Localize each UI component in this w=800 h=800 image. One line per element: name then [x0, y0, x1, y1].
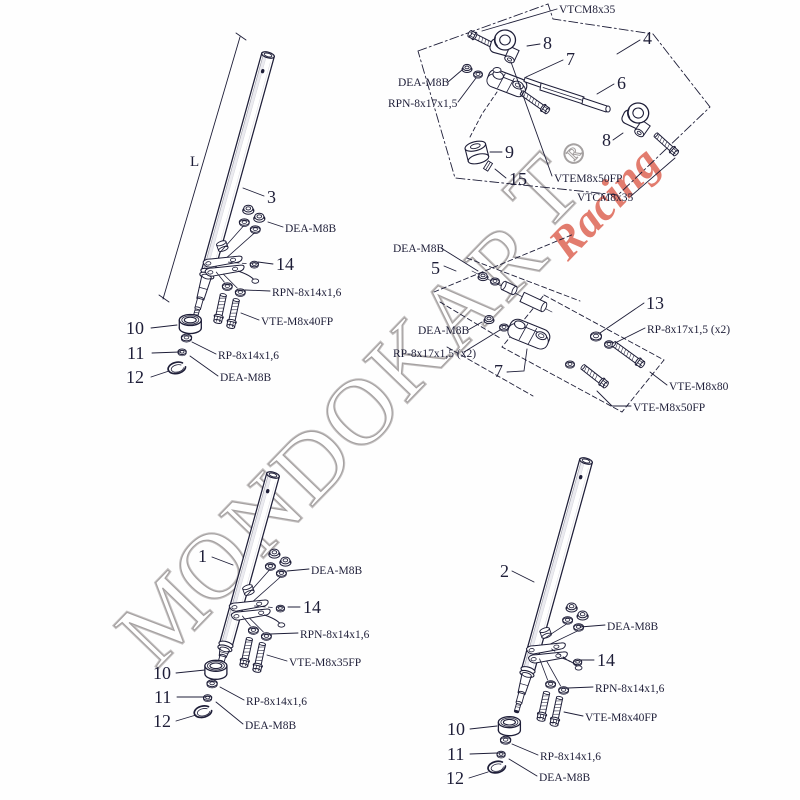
- svg-text:7: 7: [494, 361, 503, 381]
- svg-text:VTE-M8x40FP: VTE-M8x40FP: [261, 316, 333, 328]
- svg-text:12: 12: [153, 711, 171, 731]
- svg-text:L: L: [190, 154, 199, 170]
- svg-text:7: 7: [566, 49, 575, 69]
- svg-text:13: 13: [646, 293, 664, 313]
- svg-text:VTE-M8x35FP: VTE-M8x35FP: [289, 657, 361, 669]
- svg-text:11: 11: [127, 343, 144, 363]
- svg-text:10: 10: [153, 663, 171, 683]
- svg-text:DEA-M8B: DEA-M8B: [418, 325, 469, 337]
- svg-text:12: 12: [126, 367, 144, 387]
- svg-text:RP-8x14x1,6: RP-8x14x1,6: [246, 696, 307, 708]
- svg-text:RP-8x17x1,5 (x2): RP-8x17x1,5 (x2): [647, 324, 730, 336]
- svg-text:15: 15: [509, 169, 527, 189]
- svg-text:DEA-M8B: DEA-M8B: [220, 372, 271, 384]
- svg-text:DEA-M8B: DEA-M8B: [607, 621, 658, 633]
- svg-text:12: 12: [446, 768, 464, 788]
- svg-text:1: 1: [198, 546, 207, 566]
- svg-text:2: 2: [500, 561, 509, 581]
- svg-text:VTCM8x35: VTCM8x35: [559, 4, 615, 16]
- svg-text:RP-8x14x1,6: RP-8x14x1,6: [218, 350, 279, 362]
- svg-text:14: 14: [276, 254, 294, 274]
- svg-text:DEA-M8B: DEA-M8B: [539, 772, 590, 784]
- svg-text:DEA-M8B: DEA-M8B: [285, 223, 336, 235]
- svg-text:10: 10: [447, 719, 465, 739]
- svg-text:DEA-M8B: DEA-M8B: [245, 720, 296, 732]
- svg-text:RPN-8x14x1,6: RPN-8x14x1,6: [272, 287, 342, 299]
- svg-text:RPN-8x14x1,6: RPN-8x14x1,6: [300, 629, 370, 641]
- svg-text:DEA-M8B: DEA-M8B: [398, 77, 449, 89]
- svg-text:RP-8x14x1,6: RP-8x14x1,6: [540, 751, 601, 763]
- svg-text:VTCM8x35: VTCM8x35: [577, 192, 633, 204]
- svg-text:14: 14: [597, 650, 615, 670]
- svg-text:11: 11: [154, 687, 171, 707]
- svg-text:DEA-M8B: DEA-M8B: [393, 243, 444, 255]
- svg-text:9: 9: [505, 142, 514, 162]
- svg-text:VTE-M8x40FP: VTE-M8x40FP: [585, 712, 657, 724]
- svg-text:11: 11: [447, 744, 464, 764]
- svg-text:VTEM8x50FP: VTEM8x50FP: [554, 173, 622, 185]
- svg-text:8: 8: [602, 130, 611, 150]
- svg-text:14: 14: [303, 597, 321, 617]
- svg-text:DEA-M8B: DEA-M8B: [311, 565, 362, 577]
- svg-text:VTE-M8x80: VTE-M8x80: [669, 381, 729, 393]
- svg-text:VTE-M8x50FP: VTE-M8x50FP: [633, 402, 705, 414]
- svg-text:RP-8x17x1,5 (x2): RP-8x17x1,5 (x2): [393, 348, 476, 360]
- svg-text:4: 4: [643, 28, 652, 48]
- svg-text:5: 5: [431, 258, 440, 278]
- svg-text:8: 8: [543, 33, 552, 53]
- svg-text:RPN-8x14x1,6: RPN-8x14x1,6: [595, 683, 665, 695]
- svg-text:6: 6: [617, 73, 626, 93]
- svg-text:10: 10: [126, 318, 144, 338]
- svg-text:3: 3: [267, 187, 276, 207]
- svg-text:RPN-8x17x1,5: RPN-8x17x1,5: [388, 98, 458, 110]
